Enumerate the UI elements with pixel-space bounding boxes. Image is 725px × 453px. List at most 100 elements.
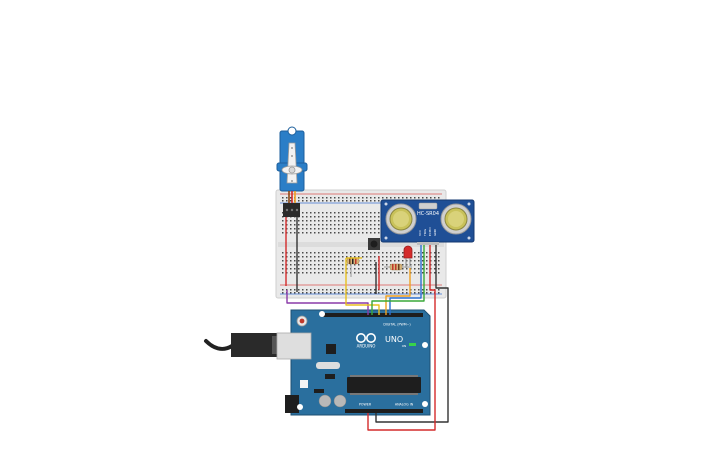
breadboard-hole: [338, 268, 340, 270]
breadboard-hole: [318, 220, 320, 222]
breadboard-hole: [346, 220, 348, 222]
breadboard-hole: [322, 228, 324, 230]
arduino-analog-header-label: ANALOG IN: [395, 403, 414, 407]
breadboard-hole: [422, 264, 424, 266]
breadboard-hole: [310, 260, 312, 262]
breadboard-hole: [370, 228, 372, 230]
breadboard-hole: [354, 200, 356, 202]
breadboard-hole: [422, 272, 424, 274]
breadboard-hole: [326, 212, 328, 214]
breadboard-hole: [394, 197, 396, 199]
breadboard-hole: [418, 268, 420, 270]
breadboard-hole: [306, 216, 308, 218]
breadboard-hole: [366, 260, 368, 262]
breadboard-hole: [418, 252, 420, 254]
breadboard-hole: [366, 256, 368, 258]
breadboard-hole: [326, 260, 328, 262]
arduino-uno[interactable]: ARDUINO UNO DIGITAL (PWM~) POWER ANALOG …: [276, 309, 431, 416]
breadboard-hole: [358, 292, 360, 294]
breadboard-hole: [382, 272, 384, 274]
breadboard-hole: [438, 268, 440, 270]
breadboard-hole: [434, 260, 436, 262]
resistor-button[interactable]: [346, 257, 360, 277]
breadboard-hole: [290, 200, 292, 202]
breadboard-hole: [310, 224, 312, 226]
breadboard-hole: [370, 224, 372, 226]
breadboard-hole: [298, 252, 300, 254]
breadboard-hole: [282, 272, 284, 274]
breadboard-hole: [434, 252, 436, 254]
breadboard-hole: [314, 272, 316, 274]
breadboard-hole: [362, 224, 364, 226]
breadboard-hole: [422, 197, 424, 199]
breadboard-hole: [350, 216, 352, 218]
breadboard-hole: [310, 220, 312, 222]
breadboard-hole: [350, 292, 352, 294]
breadboard-hole: [378, 197, 380, 199]
breadboard-hole: [342, 216, 344, 218]
breadboard-hole: [362, 200, 364, 202]
breadboard-hole: [318, 260, 320, 262]
breadboard-hole: [342, 220, 344, 222]
breadboard-hole: [434, 272, 436, 274]
breadboard-hole: [354, 228, 356, 230]
breadboard-hole: [322, 252, 324, 254]
push-button[interactable]: [368, 238, 380, 250]
breadboard-hole: [294, 289, 296, 291]
breadboard-hole: [314, 260, 316, 262]
servo-connector[interactable]: [283, 203, 300, 217]
breadboard-hole: [338, 224, 340, 226]
red-led[interactable]: [403, 245, 413, 268]
arduino-logo: [355, 332, 376, 343]
breadboard-hole: [346, 252, 348, 254]
breadboard-hole: [286, 232, 288, 234]
breadboard-hole: [310, 264, 312, 266]
breadboard-hole: [314, 212, 316, 214]
breadboard-hole: [358, 252, 360, 254]
breadboard-hole: [374, 197, 376, 199]
breadboard-hole: [298, 272, 300, 274]
breadboard-hole: [362, 252, 364, 254]
arduino-on-label: ON: [402, 344, 407, 348]
breadboard-hole: [366, 252, 368, 254]
breadboard-hole: [438, 197, 440, 199]
servo-motor[interactable]: [276, 126, 308, 192]
breadboard-hole: [402, 272, 404, 274]
breadboard-hole: [314, 216, 316, 218]
breadboard-hole: [402, 256, 404, 258]
breadboard-hole: [378, 220, 380, 222]
breadboard-hole: [346, 216, 348, 218]
breadboard-hole: [414, 256, 416, 258]
breadboard-hole: [430, 272, 432, 274]
breadboard-hole: [306, 292, 308, 294]
breadboard-hole: [430, 264, 432, 266]
breadboard-hole: [334, 272, 336, 274]
breadboard-hole: [366, 268, 368, 270]
breadboard-hole: [330, 260, 332, 262]
breadboard-hole: [314, 200, 316, 202]
breadboard-hole: [286, 252, 288, 254]
breadboard-hole: [338, 292, 340, 294]
breadboard-hole: [334, 216, 336, 218]
breadboard-hole: [390, 289, 392, 291]
resistor-led[interactable]: [384, 263, 412, 271]
breadboard-hole: [366, 264, 368, 266]
breadboard-hole: [374, 228, 376, 230]
breadboard-hole: [346, 256, 348, 258]
breadboard-hole: [370, 216, 372, 218]
breadboard-hole: [354, 292, 356, 294]
breadboard-hole: [366, 216, 368, 218]
breadboard-hole: [310, 268, 312, 270]
breadboard-hole: [326, 272, 328, 274]
breadboard-hole: [294, 232, 296, 234]
breadboard-hole: [406, 197, 408, 199]
breadboard-hole: [366, 228, 368, 230]
breadboard-hole: [310, 228, 312, 230]
breadboard-hole: [298, 200, 300, 202]
breadboard-hole: [386, 272, 388, 274]
breadboard-hole: [294, 260, 296, 262]
breadboard-hole: [286, 224, 288, 226]
breadboard-hole: [334, 232, 336, 234]
sensor-transducer-right: [440, 203, 472, 235]
